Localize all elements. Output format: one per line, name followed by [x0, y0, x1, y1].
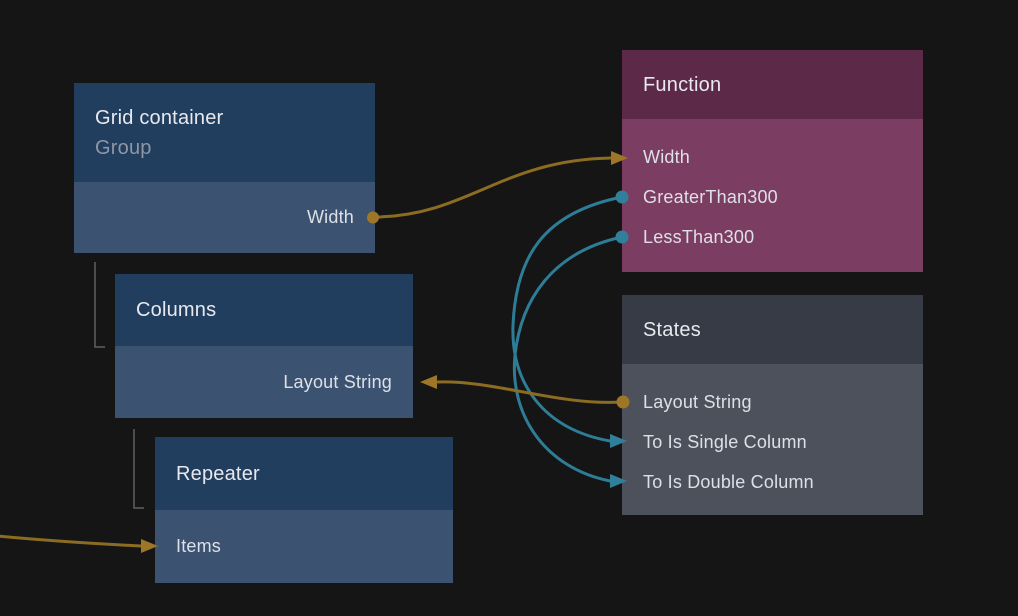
node-title: Columns	[136, 299, 217, 321]
wire-lessthan300-to-is-double-column[interactable]	[512, 235, 624, 483]
wire-greaterthan300-to-is-single-column[interactable]	[511, 195, 624, 443]
port-row-function-greaterthan300[interactable]: GreaterThan300	[643, 186, 778, 207]
node-title: Repeater	[176, 462, 260, 485]
node-repeater-header: Repeater	[155, 437, 453, 510]
wire-grid-width-to-function-width[interactable]	[377, 156, 613, 219]
node-columns[interactable]: Columns Layout String	[115, 274, 413, 418]
port-row-states-to-is-single-column[interactable]: To Is Single Column	[643, 431, 807, 452]
node-title: States	[643, 318, 701, 341]
node-states-header: States	[622, 295, 923, 364]
input-arrow-columns-layout-string-icon[interactable]	[420, 375, 437, 389]
wire-states-layout-string-to-columns-layout-string[interactable]	[436, 380, 625, 404]
node-repeater-body: Items	[155, 510, 453, 583]
hierarchy-line-grid-to-columns	[94, 262, 105, 348]
node-title: Grid container	[95, 106, 224, 129]
node-grid-container-body: Width	[74, 182, 375, 253]
port-row-function-width[interactable]: Width	[643, 146, 691, 167]
port-row-states-layout-string[interactable]: Layout String	[643, 391, 752, 412]
node-subtitle: Group	[95, 136, 152, 159]
node-title: Function	[643, 73, 722, 96]
port-row-columns-layout-string[interactable]: Layout String	[283, 371, 392, 392]
hierarchy-line-columns-to-repeater	[133, 429, 144, 509]
port-row-function-lessthan300[interactable]: LessThan300	[643, 226, 755, 247]
wire-offscreen-to-repeater-items[interactable]	[0, 534, 143, 548]
port-row-repeater-items[interactable]: Items	[176, 536, 222, 556]
node-columns-header: Columns	[115, 274, 413, 346]
port-row-grid-width[interactable]: Width	[306, 207, 354, 227]
node-repeater[interactable]: Repeater Items	[155, 437, 453, 583]
node-function-header: Function	[622, 50, 923, 119]
node-states[interactable]: States Layout String To Is Single Column…	[622, 295, 923, 515]
node-grid-container-header: Grid container Group	[74, 83, 375, 182]
node-grid-container[interactable]: Grid container Group Width	[74, 83, 375, 253]
node-states-body: Layout String To Is Single Column To Is …	[622, 364, 923, 515]
node-function-body: Width GreaterThan300 LessThan300	[622, 119, 923, 272]
port-row-states-to-is-double-column[interactable]: To Is Double Column	[643, 471, 814, 492]
node-function[interactable]: Function Width GreaterThan300 LessThan30…	[622, 50, 923, 272]
node-columns-body: Layout String	[115, 346, 413, 418]
